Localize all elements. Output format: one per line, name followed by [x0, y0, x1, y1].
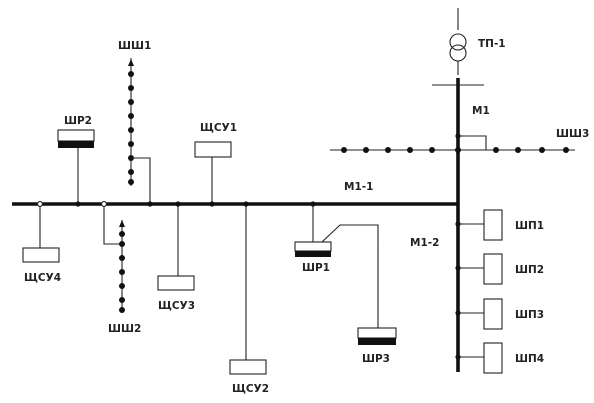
transformer-tp1	[449, 8, 467, 75]
label-shp3: ШП3	[515, 309, 544, 321]
busway-shsh2	[101, 201, 125, 313]
label-shsu1: ЩСУ1	[200, 122, 237, 134]
busway-shsh1	[128, 58, 153, 207]
panel-shsu3	[157, 201, 195, 291]
label-tp1: ТП-1	[478, 38, 506, 50]
panel-shp1	[455, 209, 503, 241]
panel-shsu4	[22, 201, 60, 263]
label-shr3: ШР3	[362, 353, 390, 365]
label-shr2: ШР2	[64, 115, 92, 127]
label-shp1: ШП1	[515, 220, 544, 232]
label-shsu2: ЩСУ2	[232, 383, 269, 395]
label-shp4: ШП4	[515, 353, 544, 365]
cabinet-shr2	[57, 129, 95, 207]
label-m1-2: М1-2	[410, 237, 439, 249]
label-shsh3: ШШ3	[556, 128, 589, 140]
label-shsh1: ШШ1	[118, 40, 151, 52]
label-shsu3: ЩСУ3	[158, 300, 195, 312]
label-shp2: ШП2	[515, 264, 544, 276]
panel-shp3	[455, 298, 503, 330]
busway-shsh3	[330, 133, 575, 153]
cabinet-shr3	[357, 327, 397, 345]
label-m1: М1	[472, 105, 490, 117]
label-m1-1: М1-1	[344, 181, 373, 193]
label-shr1: ШР1	[302, 262, 330, 274]
panel-shp4	[455, 342, 503, 374]
panel-shsu2	[229, 201, 267, 375]
label-shsh2: ШШ2	[108, 323, 141, 335]
panel-shsu1	[194, 141, 232, 207]
panel-shp2	[455, 253, 503, 285]
label-shsu4: ЩСУ4	[24, 272, 61, 284]
cabinet-shr1	[294, 201, 379, 328]
